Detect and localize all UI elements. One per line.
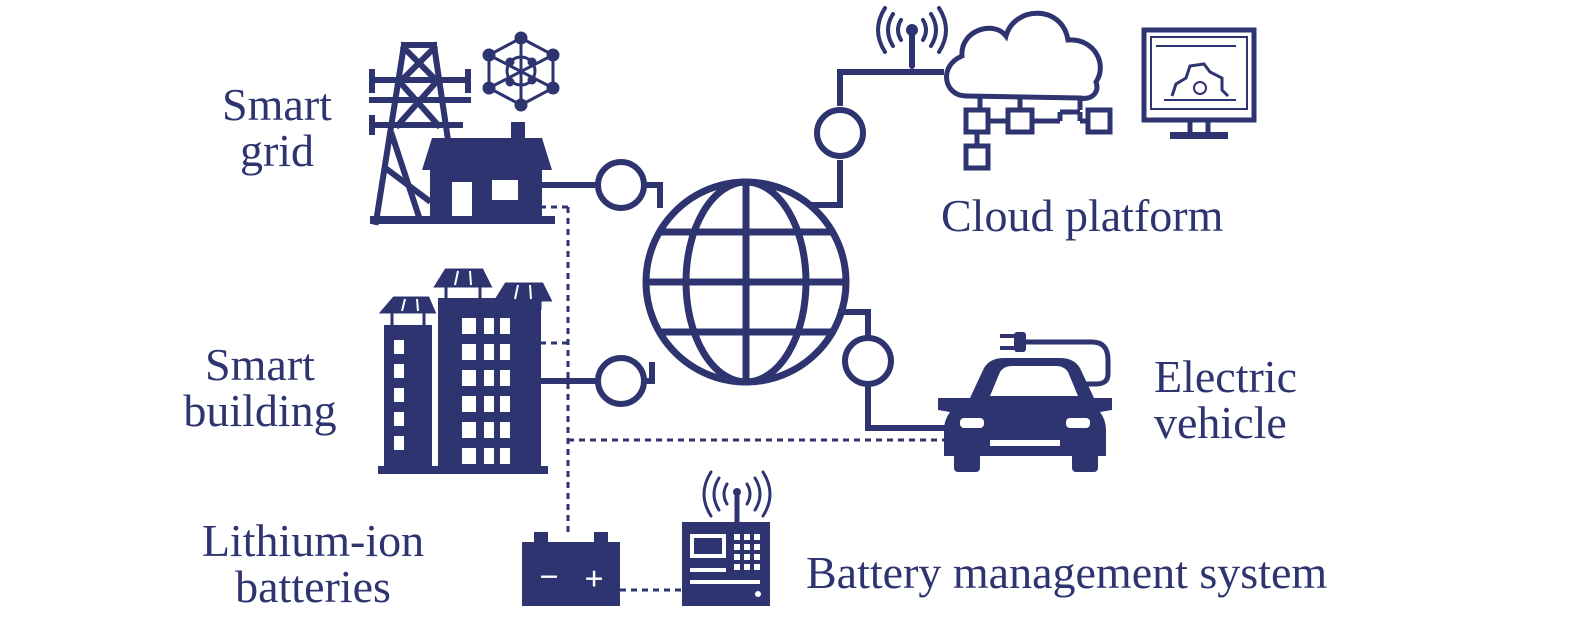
electric-car-icon (938, 358, 1112, 472)
monitor-gear-icon (1141, 27, 1257, 139)
office-buildings-icon (378, 268, 553, 474)
smart-grid-label: Smart grid (200, 82, 354, 174)
smart-building-label-line-1: Smart (205, 339, 315, 390)
battery-management-system-label: Battery management system (806, 547, 1328, 598)
network-node-icon (482, 31, 560, 112)
battery-management-unit-icon (682, 470, 772, 606)
cloud-platform-label: Cloud platform (941, 190, 1224, 241)
connector-lines (541, 69, 945, 431)
power-plug-icon (1000, 332, 1111, 387)
smart-building-label: Smart building (160, 342, 360, 434)
smart-grid-label-line-2: grid (239, 125, 315, 176)
dotted-connections (540, 205, 945, 592)
wireless-antenna-icon (876, 6, 948, 69)
lithium-ion-batteries-label-line-1: Lithium-ion (201, 515, 425, 566)
battery-negative-symbol: − (539, 559, 558, 596)
smart-grid-label-line-1: Smart (222, 79, 332, 130)
electric-vehicle-label-line-1: Electric (1154, 351, 1298, 402)
smart-building-label-line-2: building (183, 385, 337, 436)
lithium-ion-batteries-label-line-2: batteries (235, 561, 391, 612)
house-icon (370, 122, 555, 224)
battery-positive-symbol: + (584, 561, 603, 598)
electric-vehicle-label-line-2: vehicle (1154, 397, 1287, 448)
connector-nodes (595, 107, 894, 407)
cloud-icon (944, 10, 1113, 171)
transmission-tower-icon (369, 41, 471, 226)
electric-vehicle-label: Electric vehicle (1154, 354, 1297, 446)
globe-icon (642, 178, 850, 386)
lithium-ion-batteries-label: Lithium-ion batteries (170, 518, 456, 610)
battery-icon: − + (522, 532, 620, 606)
